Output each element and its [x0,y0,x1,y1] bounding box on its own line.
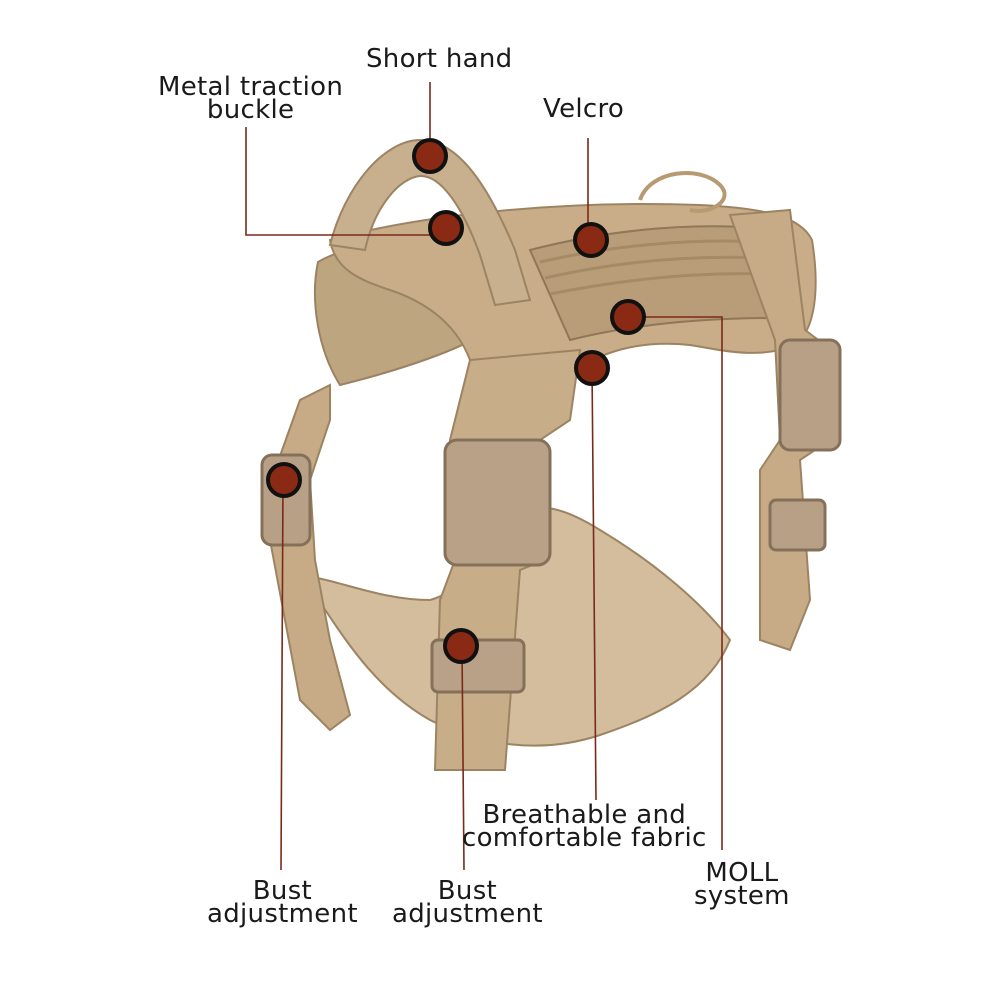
leader-bust-left [280,479,284,871]
right-buckle [778,338,842,452]
marker-dot-icon [266,462,302,498]
leader-metal-buckle [245,127,446,236]
handle-strap [328,138,532,307]
label-metal-buckle-line-2: buckle [206,95,295,125]
label-velcro-text: Velcro [543,94,625,124]
molle-stitch-lines [539,239,769,296]
label-velcro: Velcro [543,94,625,124]
label-metal-buckle: Metal traction buckle [158,72,344,125]
leader-fabric [591,367,597,801]
label-moll-line-2: system [694,881,790,911]
leader-moll [628,316,723,850]
label-bust-left-line-2: adjustment [207,899,358,929]
label-short-hand: Short hand [366,44,513,74]
markers [266,138,646,664]
marker-dot-icon [610,299,646,335]
label-fabric-line-2: comfortable fabric [462,823,707,853]
label-bust-mid: Bust adjustment [392,876,543,929]
label-moll: MOLL system [694,858,790,911]
label-fabric-line-1: Breathable and [482,800,687,830]
marker-dot-icon [443,628,479,664]
bungee-cord [638,171,727,213]
leader-bust-mid [461,646,465,871]
label-moll-line-1: MOLL [705,858,779,888]
label-bust-left: Bust adjustment [207,876,358,929]
marker-dot-icon [428,210,464,246]
label-fabric: Breathable and comfortable fabric [462,800,707,853]
label-short-hand-text: Short hand [366,44,513,74]
label-bust-left-line-1: Bust [252,876,313,906]
label-bust-mid-line-2: adjustment [392,899,543,929]
label-bust-mid-line-1: Bust [437,876,498,906]
center-buckle [443,438,552,567]
marker-dot-icon [412,138,448,174]
right-slider [768,498,827,552]
marker-dot-icon [574,350,610,386]
label-metal-buckle-line-1: Metal traction [158,72,344,102]
marker-dot-icon [573,222,609,258]
